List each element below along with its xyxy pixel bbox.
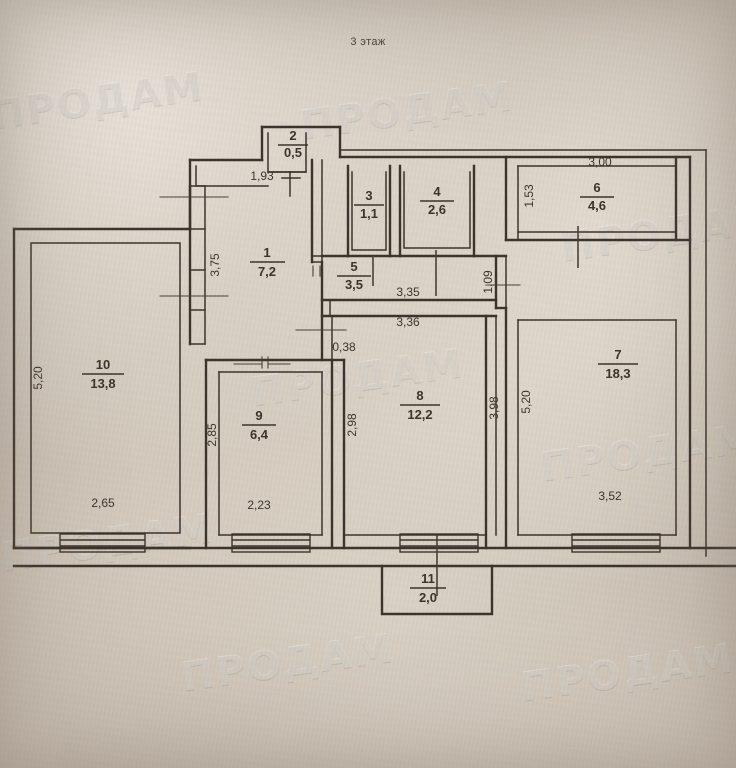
- room-area-4: 2,6: [428, 202, 446, 217]
- dimension-2-98: 2,98: [345, 413, 359, 437]
- room-number-5: 5: [350, 259, 357, 274]
- dimension-3-75: 3,75: [208, 253, 222, 277]
- dimension-3-36: 3,36: [396, 315, 420, 329]
- room-number-9: 9: [255, 408, 262, 423]
- dimension-0-38: 0,38: [332, 340, 356, 354]
- dimension-5-20-right: 5,20: [519, 390, 533, 414]
- room-number-4: 4: [433, 184, 441, 199]
- room-area-3: 1,1: [360, 206, 378, 221]
- dimension-1-53: 1,53: [522, 184, 536, 208]
- room-number-6: 6: [593, 180, 600, 195]
- dimension-5-20-left: 5,20: [31, 366, 45, 390]
- page-title: 3 этаж: [350, 36, 386, 48]
- dimension-2-23: 2,23: [247, 498, 271, 512]
- dimension-3-00: 3,00: [588, 155, 612, 169]
- room-area-10: 13,8: [90, 376, 115, 391]
- dimension-3-35: 3,35: [396, 285, 420, 299]
- room-area-9: 6,4: [250, 427, 269, 442]
- room-number-7: 7: [614, 347, 621, 362]
- room-area-6: 4,6: [588, 198, 606, 213]
- room-area-11: 2,0: [419, 590, 437, 605]
- room-number-11: 11: [421, 571, 435, 586]
- dimension-2-85: 2,85: [205, 423, 219, 447]
- dimension-3-98: 3,98: [487, 396, 501, 420]
- room-number-3: 3: [365, 188, 372, 203]
- room-number-1: 1: [263, 245, 270, 260]
- room-area-7: 18,3: [605, 366, 630, 381]
- dimension-2-65: 2,65: [91, 496, 115, 510]
- dimension-1-09: 1,09: [481, 270, 495, 294]
- dimension-1-93: 1,93: [250, 169, 274, 183]
- room-number-2: 2: [289, 128, 296, 143]
- room-number-10: 10: [96, 357, 110, 372]
- room-area-5: 3,5: [345, 277, 363, 292]
- room-number-8: 8: [416, 388, 423, 403]
- dimension-3-52: 3,52: [598, 489, 622, 503]
- room-area-1: 7,2: [258, 264, 276, 279]
- room-area-8: 12,2: [407, 407, 432, 422]
- room-area-2: 0,5: [284, 145, 302, 160]
